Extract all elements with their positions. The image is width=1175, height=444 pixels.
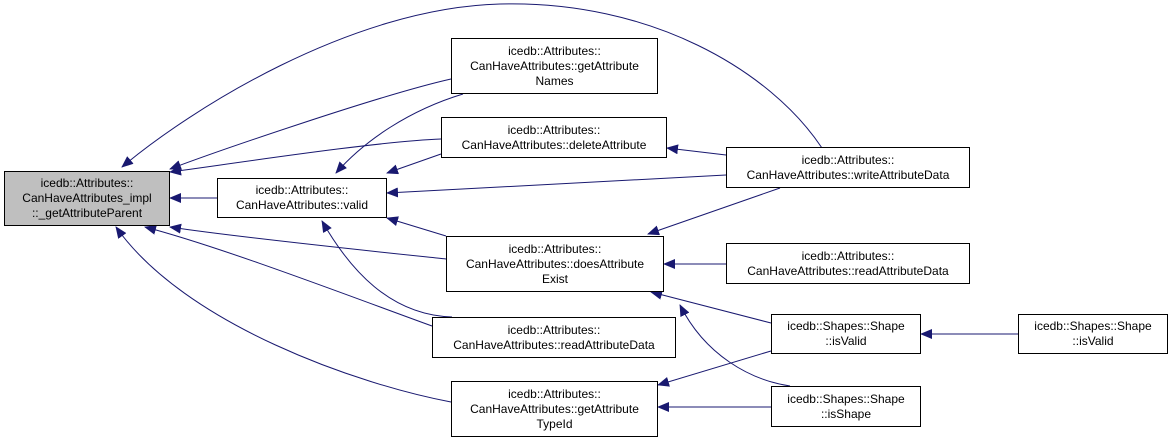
edge-shapeisshape-to-exists [679,304,791,387]
node-get-attribute-type-id-line-3: TypeId [536,416,573,431]
node-root-line-1: icedb::Attributes:: [40,176,134,190]
node-get-attribute-names[interactable]: icedb::Attributes:: CanHaveAttributes::g… [451,38,658,94]
node-does-attribute-exist-line-1: icedb::Attributes:: [508,241,602,256]
node-get-attribute-type-id-line-1: icedb::Attributes:: [508,386,601,401]
node-shape-is-valid-caller-line-1: icedb::Shapes::Shape [1034,319,1152,333]
node-shape-is-shape-line-1: icedb::Shapes::Shape [787,391,905,406]
edge-typeid-to-root [115,226,452,403]
edge-getnames-to-root [169,78,452,170]
node-delete-attribute-line-1: icedb::Attributes:: [507,122,601,137]
node-read-attribute-data-right-line-2: CanHaveAttributes::readAttributeData [747,263,949,278]
node-valid-line-1: icedb::Attributes:: [255,183,349,197]
node-root-line-2: CanHaveAttributes_impl [22,191,152,205]
edge-getnames-to-valid [335,93,464,174]
edge-write-to-delete [666,144,727,156]
node-root-line-3: ::_getAttributeParent [31,206,143,220]
node-read-attribute-data-mid-line-1: icedb::Attributes:: [507,322,601,337]
node-get-attribute-type-id[interactable]: icedb::Attributes:: CanHaveAttributes::g… [451,381,658,437]
node-valid-line-2: CanHaveAttributes::valid [235,198,369,212]
node-shape-is-valid-caller[interactable]: icedb::Shapes::Shape ::isValid [1018,314,1168,354]
edge-delete-to-valid [386,153,442,175]
node-write-attribute-data-line-1: icedb::Attributes:: [801,152,895,167]
node-get-attribute-names-line-1: icedb::Attributes:: [508,43,601,58]
node-get-attribute-names-line-2: CanHaveAttributes::getAttribute [470,58,639,73]
node-delete-attribute[interactable]: icedb::Attributes:: CanHaveAttributes::d… [441,117,667,158]
edge-delete-to-root [169,138,442,176]
node-write-attribute-data-line-2: CanHaveAttributes::writeAttributeData [746,167,950,182]
node-read-attribute-data-mid[interactable]: icedb::Attributes:: CanHaveAttributes::r… [432,317,676,358]
edges [115,3,1018,412]
node-get-attribute-type-id-line-2: CanHaveAttributes::getAttribute [470,401,639,416]
edge-write-to-valid [386,174,727,198]
node-root: icedb::Attributes:: CanHaveAttributes_im… [4,171,170,226]
node-shape-is-valid-caller-line-2: ::isValid [1072,334,1114,348]
node-does-attribute-exist-line-3: Exist [541,271,568,286]
node-read-attribute-data-right[interactable]: icedb::Attributes:: CanHaveAttributes::r… [726,243,970,284]
edge-shapevalid-to-exists [650,289,772,324]
node-write-attribute-data[interactable]: icedb::Attributes:: CanHaveAttributes::w… [726,147,970,188]
edge-exists-to-root [169,223,447,260]
edge-shapevalid-to-typeid [657,350,772,387]
edge-write-to-exists [647,187,781,236]
node-valid[interactable]: icedb::Attributes:: CanHaveAttributes::v… [217,178,387,218]
node-shape-is-shape-line-2: ::isShape [820,406,872,421]
edge-readmid-to-root [144,224,433,327]
node-get-attribute-names-line-3: Names [535,73,574,88]
node-shape-is-valid-line-1: icedb::Shapes::Shape [787,319,905,333]
node-delete-attribute-line-2: CanHaveAttributes::deleteAttribute [461,137,647,152]
node-shape-is-valid[interactable]: icedb::Shapes::Shape ::isValid [771,314,921,354]
edge-readmid-to-valid [321,220,453,318]
edge-write-to-root [121,3,823,168]
node-read-attribute-data-mid-line-2: CanHaveAttributes::readAttributeData [453,337,655,352]
node-shape-is-shape[interactable]: icedb::Shapes::Shape ::isShape [771,386,921,427]
edge-exists-to-valid [386,216,447,237]
node-shape-is-valid-line-2: ::isValid [825,334,867,348]
node-read-attribute-data-right-line-1: icedb::Attributes:: [801,248,895,263]
node-does-attribute-exist[interactable]: icedb::Attributes:: CanHaveAttributes::d… [446,236,664,292]
node-does-attribute-exist-line-2: CanHaveAttributes::doesAttribute [465,256,645,271]
